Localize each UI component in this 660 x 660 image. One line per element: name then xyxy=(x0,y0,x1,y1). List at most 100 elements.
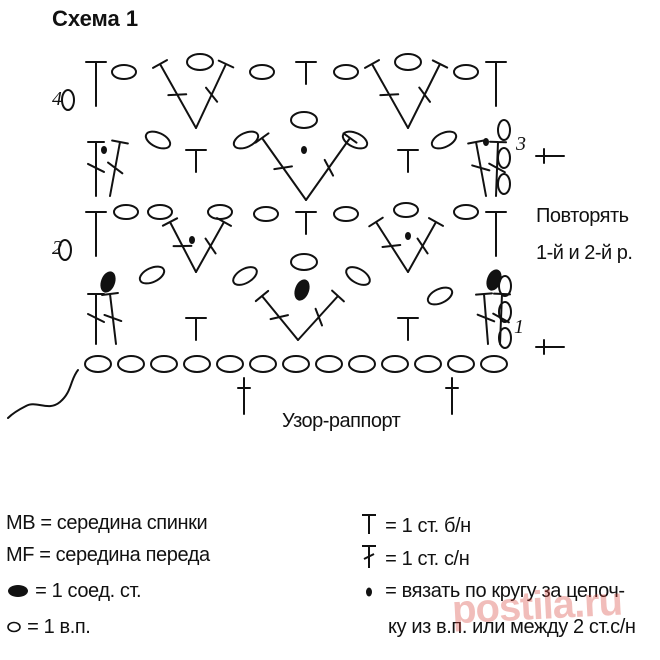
legend-single-crochet: = 1 ст. б/н xyxy=(358,512,471,538)
double-crochet-edge xyxy=(475,292,496,345)
row-arrow-3 xyxy=(535,148,565,164)
double-crochet-edge xyxy=(87,141,105,197)
center-dot xyxy=(483,138,489,146)
single-crochet xyxy=(295,211,317,235)
double-crochet xyxy=(195,217,232,273)
chain-stitch xyxy=(144,130,172,150)
double-crochet xyxy=(407,217,444,273)
chain-stitch xyxy=(333,206,359,222)
chain-stitch xyxy=(414,355,442,373)
chain-stitch xyxy=(232,266,258,286)
chain-stitch xyxy=(147,204,173,220)
chain-stitch xyxy=(232,130,260,150)
legend-mb-text: MB = середина спинки xyxy=(6,512,208,534)
chain-stitch xyxy=(430,130,458,150)
chain-stitch xyxy=(282,355,310,373)
watermark-logo: postila.ru xyxy=(450,579,624,633)
chain-stitch xyxy=(117,355,145,373)
legend-double-crochet-text: = 1 ст. с/н xyxy=(385,548,470,570)
chain-stitch xyxy=(58,239,72,261)
chain-stitch xyxy=(381,355,409,373)
legend-chain-text: = 1 в.п. xyxy=(27,616,91,638)
diagram-title: Схема 1 xyxy=(52,6,139,31)
chain-stitch xyxy=(249,64,275,80)
chain-stitch xyxy=(498,327,512,349)
legend-slip-stitch: = 1 соед. ст. xyxy=(6,580,142,603)
chain-stitch xyxy=(393,202,419,218)
double-crochet-edge xyxy=(107,139,129,197)
legend-dot: = вязать по кругу за цепоч- xyxy=(358,580,625,603)
single-crochet xyxy=(295,61,317,85)
chain-stitch xyxy=(290,253,318,271)
center-dot xyxy=(405,232,411,240)
chain-stitch xyxy=(447,355,475,373)
legend-chain: = 1 в.п. xyxy=(6,616,91,639)
single-crochet xyxy=(85,61,107,107)
double-crochet xyxy=(364,59,409,129)
dot-icon xyxy=(366,587,372,597)
slip-stitch xyxy=(294,279,310,301)
chain-stitch xyxy=(345,266,371,286)
chain-stitch xyxy=(138,265,166,285)
double-crochet-edge xyxy=(467,139,491,197)
chain-stitch xyxy=(111,64,137,80)
chain-stitch xyxy=(61,89,75,111)
single-crochet xyxy=(185,149,207,173)
legend-dot-text: = вязать по кругу за цепоч- xyxy=(385,580,625,602)
double-crochet-edge xyxy=(87,293,105,345)
chain-stitch xyxy=(453,64,479,80)
single-crochet xyxy=(397,149,419,173)
double-crochet xyxy=(152,59,197,129)
row-arrow-1 xyxy=(535,339,565,355)
legend-slip-stitch-text: = 1 соед. ст. xyxy=(35,580,142,602)
legend-mf: MF = середина переда xyxy=(6,544,210,567)
chain-stitch xyxy=(498,301,512,323)
double-crochet-edge xyxy=(488,140,507,197)
chain-stitch xyxy=(315,355,343,373)
single-crochet xyxy=(485,61,507,107)
double-crochet xyxy=(305,132,358,201)
single-crochet-icon xyxy=(362,514,376,534)
legend-double-crochet: = 1 ст. с/н xyxy=(358,544,470,571)
chain-stitch xyxy=(480,355,508,373)
chain-stitch xyxy=(333,64,359,80)
repeat-label: Узор-раппорт xyxy=(282,410,401,432)
center-dot xyxy=(101,146,107,154)
chain-stitch xyxy=(290,111,318,129)
chain-stitch xyxy=(497,173,511,195)
repeat-marker-left xyxy=(237,377,251,415)
double-crochet xyxy=(368,216,409,273)
slip-stitch xyxy=(100,271,116,293)
double-crochet xyxy=(297,289,345,341)
crochet-chart xyxy=(7,53,565,419)
chain-stitch xyxy=(497,147,511,169)
chain-stitch xyxy=(183,355,211,373)
double-crochet-icon xyxy=(362,545,376,568)
yarn-tail xyxy=(7,369,79,419)
double-crochet xyxy=(254,132,307,201)
chain-stitch xyxy=(341,130,369,150)
chain-stitch-icon xyxy=(7,621,21,633)
chain-stitch xyxy=(498,275,512,297)
chain-stitch xyxy=(113,204,139,220)
repeat-note-line-2: 1-й и 2-й р. xyxy=(536,242,633,264)
double-crochet xyxy=(161,217,197,273)
legend-mf-text: MF = середина переда xyxy=(6,544,210,566)
single-crochet xyxy=(185,317,207,341)
row-number-3: 3 xyxy=(516,133,526,155)
center-dot xyxy=(189,236,195,244)
row-number-2: 2 xyxy=(52,237,62,259)
chain-stitch xyxy=(186,53,214,71)
chain-stitch xyxy=(394,53,422,71)
slip-stitch-icon xyxy=(8,585,28,597)
double-crochet xyxy=(407,59,449,129)
row-number-1: 1 xyxy=(514,316,524,338)
double-crochet xyxy=(195,59,235,129)
legend-dot-continued-text: ку из в.п. или между 2 ст.с/н xyxy=(388,616,636,638)
chain-stitch xyxy=(216,355,244,373)
single-crochet xyxy=(85,211,107,257)
double-crochet-edge xyxy=(101,292,123,345)
legend-mb: MB = середина спинки xyxy=(6,512,208,535)
chain-stitch xyxy=(207,204,233,220)
center-dot xyxy=(301,146,307,154)
